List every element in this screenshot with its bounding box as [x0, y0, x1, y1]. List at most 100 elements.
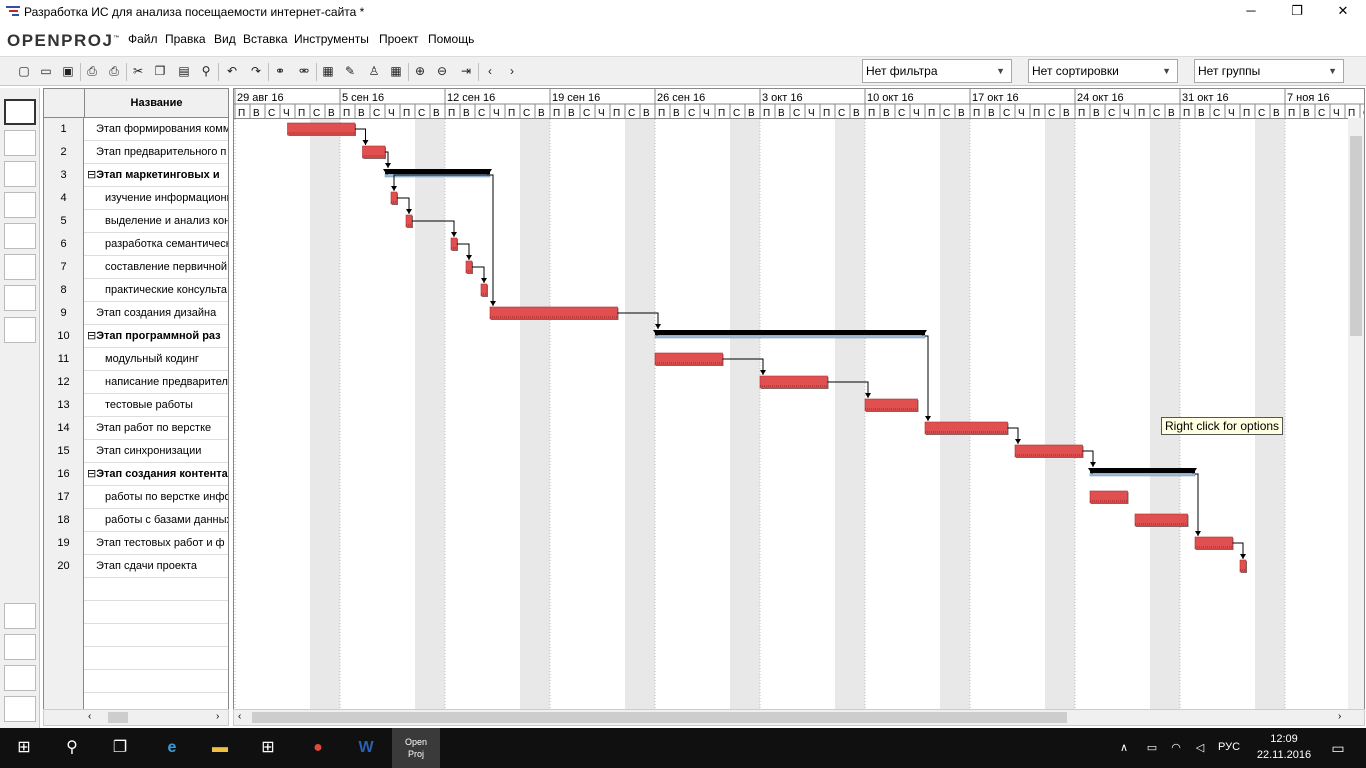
charts-view-icon[interactable] [4, 634, 36, 660]
menu-help[interactable]: Помощь [428, 32, 475, 46]
wifi-icon[interactable]: ◠ [1171, 742, 1181, 754]
edge-icon[interactable]: e [167, 739, 177, 756]
row-number[interactable]: 8 [44, 279, 84, 302]
row-number[interactable]: 4 [44, 187, 84, 210]
collapse-icon[interactable]: ⊟ [87, 169, 97, 181]
maximize-button[interactable]: ❐ [1291, 3, 1303, 18]
minimize-button[interactable]: ─ [1246, 3, 1256, 18]
new-icon[interactable]: ▢ [18, 64, 30, 78]
resource-icon[interactable]: ♙ [368, 64, 380, 78]
row-number[interactable]: 6 [44, 233, 84, 256]
task-name[interactable]: модульный кодинг [86, 348, 228, 371]
task-name[interactable]: работы по верстке инфо [86, 486, 228, 509]
row-number[interactable]: 10 [44, 325, 84, 348]
menu-project[interactable]: Проект [379, 32, 419, 46]
empty-row[interactable] [44, 601, 228, 624]
undo-icon[interactable]: ↶ [226, 64, 238, 78]
open-icon[interactable]: ▭ [40, 64, 52, 78]
row-number[interactable]: 13 [44, 394, 84, 417]
volume-icon[interactable]: ◁ [1195, 742, 1205, 754]
task-name[interactable]: разработка семантическ [86, 233, 228, 256]
rbs-view-icon[interactable] [4, 223, 36, 249]
task-usage-icon[interactable] [4, 285, 36, 311]
task-view-icon[interactable]: ❐ [112, 739, 128, 756]
resource-usage-icon[interactable] [4, 317, 36, 343]
scroll-left-icon[interactable]: ‹ [88, 711, 92, 722]
task-name[interactable]: тестовые работы [86, 394, 228, 417]
close-button[interactable]: ✕ [1337, 3, 1349, 18]
calendar-icon[interactable]: ▦ [390, 64, 402, 78]
row-number[interactable]: 11 [44, 348, 84, 371]
row-number[interactable]: 7 [44, 256, 84, 279]
row-number[interactable]: 9 [44, 302, 84, 325]
cut-icon[interactable]: ✂ [132, 64, 144, 78]
task-name[interactable]: ⊟Этап создания контента [86, 463, 228, 486]
battery-icon[interactable]: ▭ [1146, 742, 1158, 754]
chrome-icon[interactable]: ● [313, 739, 323, 756]
table-row[interactable]: 16⊟Этап создания контента [44, 463, 228, 486]
empty-row[interactable] [44, 624, 228, 647]
column-header-name[interactable]: Название [84, 89, 228, 118]
resources-view-icon[interactable] [4, 161, 36, 187]
task-info-icon[interactable]: ▦ [322, 64, 334, 78]
copy-icon[interactable]: ❐ [154, 64, 166, 78]
wbs-view-icon[interactable] [4, 192, 36, 218]
menu-insert[interactable]: Вставка [243, 32, 288, 46]
scroll-left-icon[interactable]: ‹ [238, 711, 242, 722]
row-number[interactable]: 19 [44, 532, 84, 555]
task-name[interactable]: написание предварител [86, 371, 228, 394]
row-number[interactable]: 15 [44, 440, 84, 463]
table-row[interactable]: 10⊟Этап программной раз [44, 325, 228, 348]
row-number[interactable]: 18 [44, 509, 84, 532]
scroll-right-icon[interactable]: › [1338, 711, 1342, 722]
outdent-icon[interactable]: ‹ [488, 64, 492, 78]
paste-icon[interactable]: ▤ [178, 64, 190, 78]
row-number[interactable]: 3 [44, 164, 84, 187]
scroll-to-task-icon[interactable]: ⇥ [460, 64, 472, 78]
collapse-icon[interactable]: ⊟ [87, 468, 97, 480]
task-name[interactable]: изучение информационн [86, 187, 228, 210]
gantt-view-icon[interactable] [4, 99, 36, 125]
search-icon[interactable]: ⚲ [66, 739, 78, 756]
row-number[interactable]: 14 [44, 417, 84, 440]
explorer-icon[interactable]: ▬ [212, 739, 228, 756]
task-name[interactable]: работы с базами данных [86, 509, 228, 532]
menu-tools[interactable]: Инструменты [294, 32, 369, 46]
save-icon[interactable]: ▣ [62, 64, 74, 78]
row-number[interactable]: 20 [44, 555, 84, 578]
gantt-horizontal-scrollbar[interactable]: ‹ › [233, 709, 1365, 726]
sort-select[interactable]: Нет сортировки▼ [1028, 59, 1178, 83]
store-icon[interactable]: ⊞ [261, 739, 275, 756]
menu-edit[interactable]: Правка [165, 32, 206, 46]
notes-icon[interactable]: ✎ [344, 64, 356, 78]
resource-usage-detail-icon[interactable] [4, 696, 36, 722]
task-name[interactable]: ⊟Этап маркетинговых и [86, 164, 228, 187]
task-name[interactable]: ⊟Этап программной раз [86, 325, 228, 348]
task-usage-detail-icon[interactable] [4, 665, 36, 691]
task-name[interactable]: выделение и анализ кон [86, 210, 228, 233]
task-name[interactable]: Этап предварительного п [86, 141, 228, 164]
empty-row[interactable] [44, 670, 228, 693]
report-view-icon[interactable] [4, 254, 36, 280]
notifications-icon[interactable]: ▭ [1331, 740, 1345, 756]
group-select[interactable]: Нет группы▼ [1194, 59, 1344, 83]
empty-row[interactable] [44, 578, 228, 601]
scroll-thumb[interactable] [1350, 136, 1362, 336]
table-horizontal-scrollbar[interactable]: ‹ › [43, 709, 229, 726]
print-preview-icon[interactable]: ⎙ [109, 64, 119, 78]
start-icon[interactable]: ⊞ [17, 739, 31, 756]
link-icon[interactable]: ⚭ [274, 64, 286, 78]
task-name[interactable]: составление первичной [86, 256, 228, 279]
